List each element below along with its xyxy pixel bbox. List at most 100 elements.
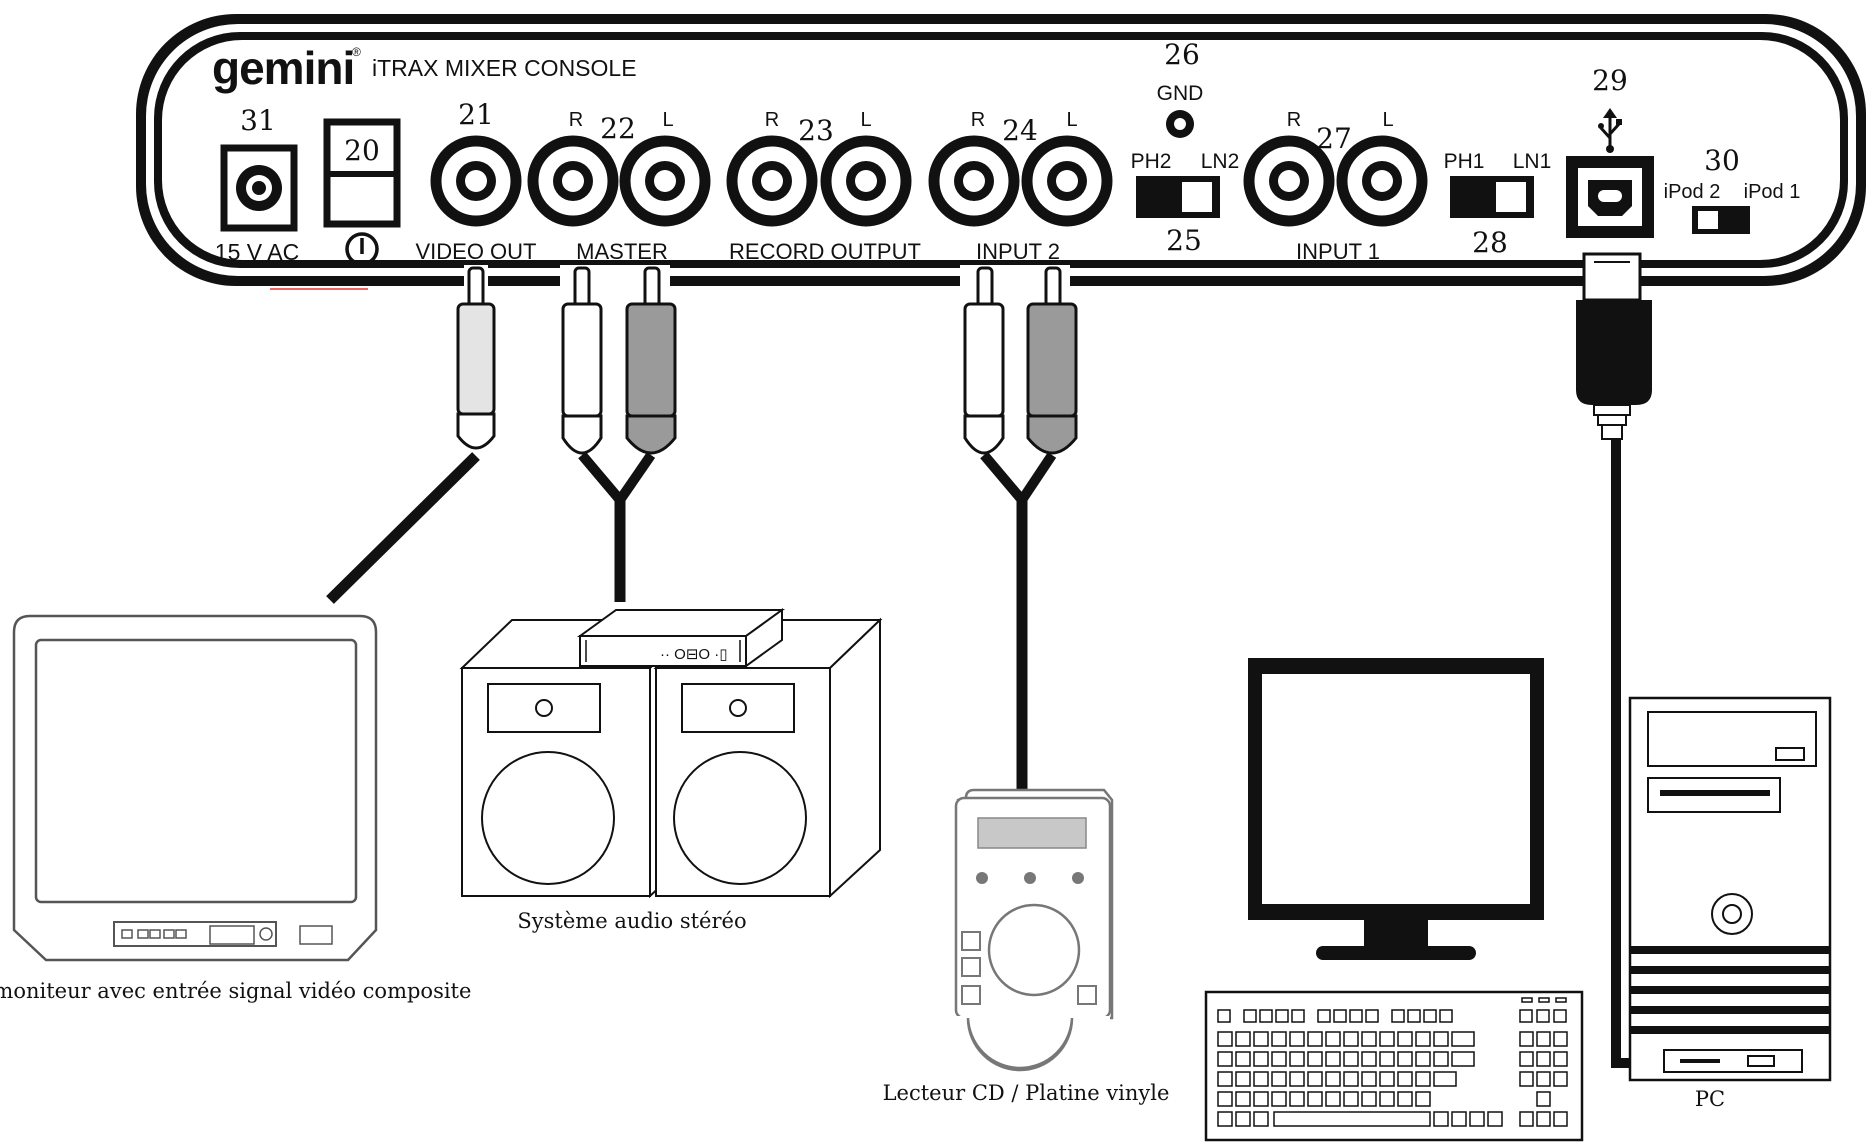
keyboard-key (1289, 1031, 1305, 1047)
callout-21: 21 (458, 98, 494, 131)
input2-l-jack[interactable] (1021, 135, 1113, 227)
record-l-jack[interactable] (820, 135, 912, 227)
callout-25: 25 (1166, 224, 1202, 257)
keyboard-key (1451, 1111, 1467, 1127)
stereo-caption: Système audio stéréo (517, 909, 746, 933)
master-l-jack[interactable] (619, 135, 711, 227)
keyboard-key (1343, 1031, 1359, 1047)
keyboard-key (1415, 1051, 1431, 1067)
ipod1-label: iPod 1 (1744, 181, 1801, 203)
keyboard-key (1275, 1009, 1289, 1023)
keyboard-key (1553, 1071, 1568, 1087)
gnd-label: GND (1157, 82, 1204, 105)
ph2-label: PH2 (1131, 150, 1172, 173)
input2-r-label: R (971, 109, 985, 131)
keyboard-key (1271, 1071, 1287, 1087)
keyboard-key (1235, 1091, 1251, 1107)
player-caption: Lecteur CD / Platine vinyle (883, 1081, 1170, 1105)
keyboard-key (1325, 1091, 1341, 1107)
keyboard-key (1243, 1009, 1257, 1023)
input2-l-label: L (1066, 109, 1077, 131)
keyboard-key (1553, 1031, 1568, 1047)
callout-22: 22 (600, 112, 636, 145)
keyboard-key (1415, 1031, 1431, 1047)
keyboard-key (1536, 1051, 1551, 1067)
input1-l-label: L (1382, 109, 1393, 131)
power-symbol-icon (345, 232, 379, 266)
keyboard-key (1519, 1051, 1534, 1067)
phono-line-switch-2[interactable] (1136, 176, 1220, 218)
power-label-underline (270, 288, 368, 290)
keyboard-key (1253, 1091, 1269, 1107)
keyboard-key (1519, 1111, 1534, 1127)
record-r-label: R (765, 109, 779, 131)
keyboard-key (1361, 1031, 1377, 1047)
keyboard-key (1519, 1071, 1534, 1087)
video-out-jack[interactable] (430, 135, 522, 227)
keyboard-key (1235, 1111, 1251, 1127)
keyboard-key (1333, 1009, 1347, 1023)
power-input-label: 15 V AC (215, 239, 299, 265)
keyboard-key (1343, 1051, 1359, 1067)
pc-tower (1628, 696, 1832, 1082)
keyboard-key (1433, 1071, 1457, 1087)
keyboard-key (1235, 1051, 1251, 1067)
callout-28: 28 (1472, 226, 1508, 259)
power-switch[interactable] (323, 118, 401, 228)
keyboard-key (1271, 1091, 1287, 1107)
keyboard-key (1289, 1051, 1305, 1067)
keyboard-key (1307, 1051, 1323, 1067)
callout-27: 27 (1316, 122, 1352, 155)
keyboard-key (1235, 1071, 1251, 1087)
input1-label: INPUT 1 (1296, 239, 1380, 264)
ipod-select-switch[interactable] (1692, 206, 1750, 234)
callout-31: 31 (240, 104, 276, 137)
usb-cable (1576, 252, 1720, 1068)
keyboard-key (1555, 997, 1567, 1003)
brand-logo: gemini (212, 42, 354, 94)
keyboard-key (1451, 1051, 1475, 1067)
keyboard-key (1217, 1031, 1233, 1047)
keyboard-key (1553, 1111, 1568, 1127)
computer-monitor (1248, 658, 1544, 960)
keyboard-key (1259, 1009, 1273, 1023)
input1-l-jack[interactable] (1336, 135, 1428, 227)
keyboard-key (1253, 1031, 1269, 1047)
keyboard-key (1361, 1051, 1377, 1067)
master-label: MASTER (576, 239, 668, 264)
stereo-system (459, 608, 883, 899)
keyboard-key (1379, 1071, 1395, 1087)
cd-turntable-player (954, 788, 1114, 1072)
keyboard-key (1433, 1111, 1449, 1127)
ph1-label: PH1 (1444, 150, 1485, 173)
phono-line-switch-1[interactable] (1450, 176, 1534, 218)
keyboard-key (1536, 1031, 1551, 1047)
keyboard-key (1325, 1051, 1341, 1067)
input1-r-jack[interactable] (1243, 135, 1335, 227)
input2-r-jack[interactable] (928, 135, 1020, 227)
power-jack[interactable] (220, 144, 298, 232)
keyboard-key (1217, 1071, 1233, 1087)
keyboard-key (1397, 1071, 1413, 1087)
keyboard-key (1397, 1031, 1413, 1047)
keyboard-key (1291, 1009, 1305, 1023)
ln1-label: LN1 (1513, 150, 1552, 173)
tv-caption: ou moniteur avec entrée signal vidéo com… (0, 979, 471, 1003)
record-r-jack[interactable] (726, 135, 818, 227)
video-out-label: VIDEO OUT (415, 239, 536, 264)
keyboard-key (1307, 1071, 1323, 1087)
keyboard-key (1451, 1031, 1475, 1047)
keyboard-key (1307, 1091, 1323, 1107)
ln2-label: LN2 (1201, 150, 1240, 173)
keyboard-key (1365, 1009, 1379, 1023)
callout-20: 20 (344, 134, 380, 167)
input2-cable (960, 265, 1078, 802)
master-r-jack[interactable] (527, 135, 619, 227)
gnd-terminal[interactable] (1166, 110, 1194, 138)
usb-port[interactable] (1566, 156, 1654, 238)
keyboard-key (1553, 1051, 1568, 1067)
keyboard-key (1379, 1051, 1395, 1067)
keyboard-key (1379, 1031, 1395, 1047)
amplifier-controls: ·· O⊟O ·▯ (660, 646, 727, 663)
